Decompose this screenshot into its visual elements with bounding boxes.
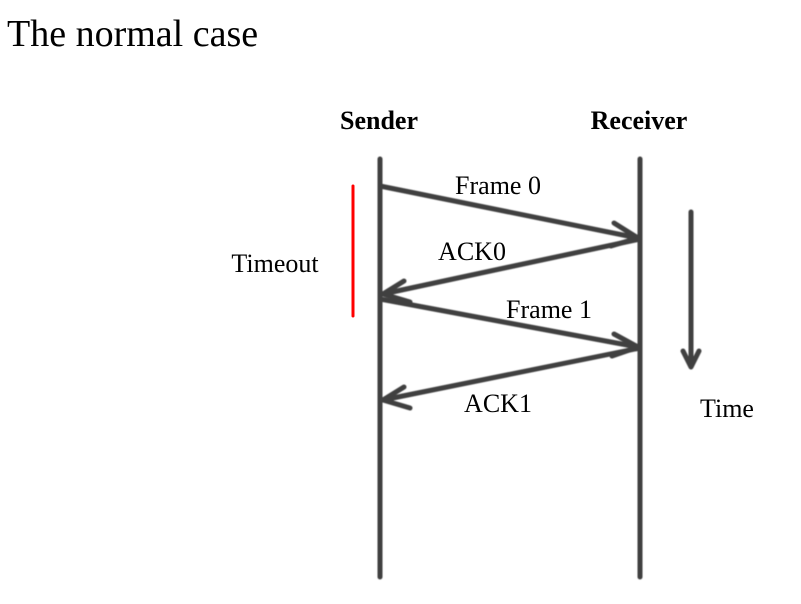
timeout-label: Timeout [231, 249, 319, 278]
message-ack0-label: ACK0 [438, 237, 506, 266]
time-label: Time [700, 394, 754, 423]
message-ack1-label: ACK1 [464, 389, 532, 418]
participant-sender-label: Sender [340, 106, 418, 135]
message-frame1-label: Frame 1 [506, 295, 592, 324]
participant-receiver-label: Receiver [591, 106, 688, 135]
message-frame0-label: Frame 0 [455, 171, 541, 200]
page-title: The normal case [7, 13, 259, 55]
message-ack1-arrow [380, 345, 643, 411]
time-arrow [680, 209, 702, 370]
message-ack0-arrow [380, 236, 643, 305]
